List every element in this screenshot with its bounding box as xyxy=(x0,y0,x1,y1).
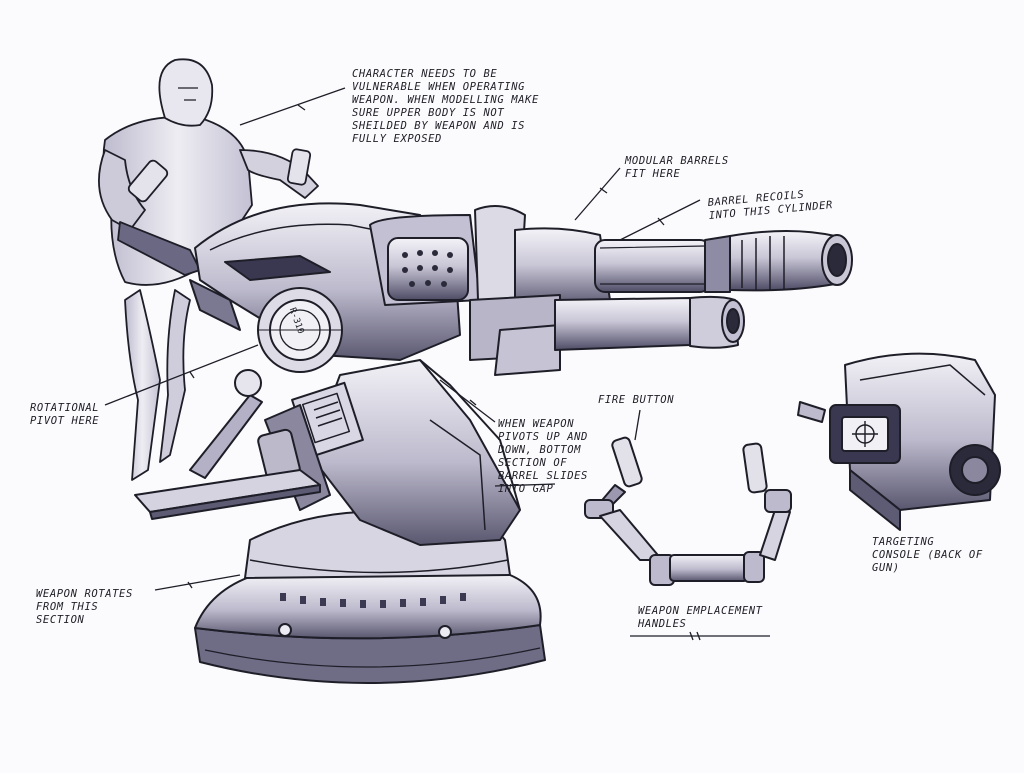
note-pivot-gap: WHEN WEAPON PIVOTS UP AND DOWN, BOTTOM S… xyxy=(498,418,588,495)
note-targeting-console: TARGETING CONSOLE (BACK OF GUN) xyxy=(872,536,983,574)
operator-platform xyxy=(134,369,321,520)
leader-character xyxy=(239,87,346,126)
note-character-vulnerable: CHARACTER NEEDS TO BE VULNERABLE WHEN OP… xyxy=(352,68,539,145)
leader-gap xyxy=(439,379,496,423)
barrel-housing xyxy=(369,205,526,333)
note-rotational-pivot: ROTATIONAL PIVOT HERE xyxy=(30,402,100,427)
leader-pivot xyxy=(104,344,259,406)
targeting-console xyxy=(797,352,1001,531)
vent-holes xyxy=(402,250,453,287)
leader-lines xyxy=(104,87,770,641)
note-emplacement-handles: WEAPON EMPLACEMENT HANDLES xyxy=(638,605,763,630)
lower-barrel xyxy=(469,294,745,376)
note-modular-barrels: MODULAR BARRELS FIT HERE xyxy=(625,155,729,180)
note-fire-button: FIRE BUTTON xyxy=(598,394,675,406)
leader-fire-button xyxy=(634,409,641,441)
support-column xyxy=(257,359,521,546)
leader-base xyxy=(154,574,241,591)
main-barrel xyxy=(514,227,853,311)
leader-modular-barrels xyxy=(574,167,621,221)
emplacement-handles xyxy=(584,436,792,586)
crosshair-icon xyxy=(852,421,878,447)
rotational-pivot xyxy=(257,287,343,373)
underline-gap xyxy=(494,483,556,487)
muzzle-brake xyxy=(729,230,853,292)
vent-panel xyxy=(301,392,351,444)
note-base-rotates: WEAPON ROTATES FROM THIS SECTION xyxy=(36,588,133,626)
